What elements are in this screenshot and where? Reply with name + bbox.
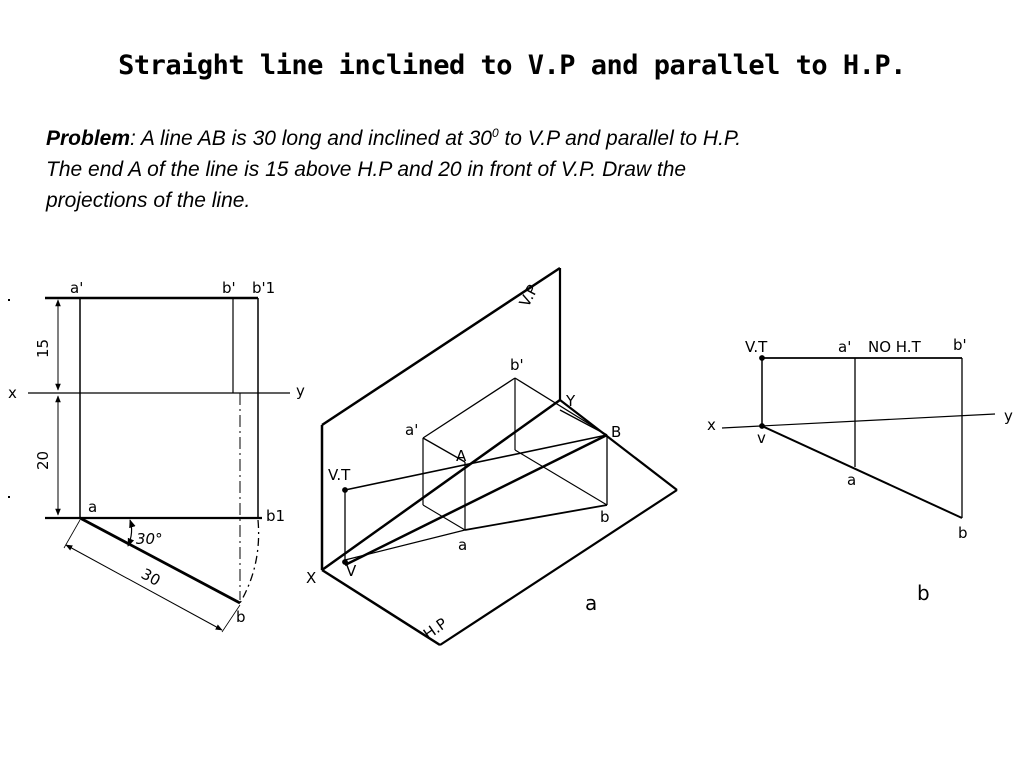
problem-line2: The end A of the line is 15 above H.P an… <box>46 158 687 181</box>
problem-line3: projections of the line. <box>46 189 251 212</box>
label-vt-right: V.T <box>745 338 768 356</box>
label-b-prime-center: b' <box>510 356 524 374</box>
label-b1-prime: b'1 <box>252 279 275 297</box>
center-pictorial-figure <box>320 266 678 647</box>
left-dim-30-ext-a <box>63 519 81 549</box>
v-point <box>342 559 348 565</box>
problem-line1-b: to V.P and parallel to H.P. <box>498 127 742 150</box>
right-vt-point <box>759 355 765 361</box>
line-Vt-to-a-prime-plan <box>344 529 466 561</box>
label-a-prime: a' <box>70 279 83 297</box>
label-a-right: a <box>847 471 856 489</box>
label-hp: H.P <box>420 614 451 643</box>
label-vt-center: V.T <box>328 466 351 484</box>
label-b-prime-right: b' <box>953 336 967 354</box>
panel-label-b: b <box>917 581 930 605</box>
problem-label: Problem <box>46 127 131 150</box>
line-VT-B <box>344 434 608 491</box>
problem-line1-a: : A line AB is 30 long and inclined at 3… <box>130 127 492 150</box>
label-y-right: y <box>1004 407 1013 425</box>
xy-intersection-line <box>321 398 561 572</box>
vp-top-edge <box>321 266 561 427</box>
label-a-center: a <box>458 536 467 554</box>
label-dim-20: 20 <box>34 451 52 470</box>
line-b-prime-B <box>514 377 608 436</box>
trace-a-prime-base <box>422 504 466 531</box>
left-angle-arc <box>127 519 136 547</box>
left-rotation-arc <box>239 519 260 604</box>
line-AB <box>344 433 608 567</box>
label-b-prime: b' <box>222 279 236 297</box>
line-a-prime-b-prime <box>422 377 516 439</box>
label-b1: b1 <box>266 507 285 525</box>
label-y: y <box>296 382 305 400</box>
label-v-right: v <box>757 429 766 447</box>
label-Y-center: Y <box>565 392 576 410</box>
degree-superscript: 0 <box>491 126 499 140</box>
label-x-right: x <box>707 416 716 434</box>
label-b-right: b <box>958 524 968 542</box>
label-v-center: V <box>346 562 357 580</box>
label-dim-15: 15 <box>34 339 52 358</box>
page-title: Straight line inclined to V.P and parall… <box>118 50 906 81</box>
panel-label-a: a <box>585 591 597 615</box>
label-x: x <box>8 384 17 402</box>
label-a-prime-center: a' <box>405 421 418 439</box>
right-figure-labels: V.T a' NO H.T b' x y v a b b <box>707 336 1013 605</box>
label-b-center: b <box>600 508 610 526</box>
problem-statement: Problem: A line AB is 30 long and inclin… <box>46 118 946 216</box>
label-vp: V.P <box>516 282 542 310</box>
label-A-center: A <box>456 447 467 465</box>
label-a: a <box>88 498 97 516</box>
right-v-point <box>759 423 765 429</box>
left-dim-30-ext-b <box>221 604 241 633</box>
label-noht-right: NO H.T <box>868 338 922 356</box>
label-X-center: X <box>306 569 316 587</box>
right-xy-line <box>721 413 996 429</box>
vt-point <box>342 487 348 493</box>
hp-front-edge <box>321 568 441 647</box>
line-a-prime-A <box>422 437 466 463</box>
label-angle-30: 30° <box>136 530 163 548</box>
left-figure-labels: a' b' b'1 x y 15 20 a b1 b 30° 30 <box>8 279 305 626</box>
left-projection-figure <box>8 296 290 633</box>
right-projection-figure <box>721 355 996 519</box>
label-b: b <box>236 608 246 626</box>
line-Y-B <box>559 409 608 436</box>
line-a-b-plan <box>464 504 608 531</box>
trace-b-prime-base <box>514 449 608 506</box>
label-B-center: B <box>611 423 621 441</box>
right-plan-vb <box>761 425 963 519</box>
left-dim-30 <box>65 544 223 631</box>
hp-back-edge <box>559 399 678 491</box>
label-a-prime-right: a' <box>838 338 851 356</box>
hp-right-edge <box>439 489 678 646</box>
